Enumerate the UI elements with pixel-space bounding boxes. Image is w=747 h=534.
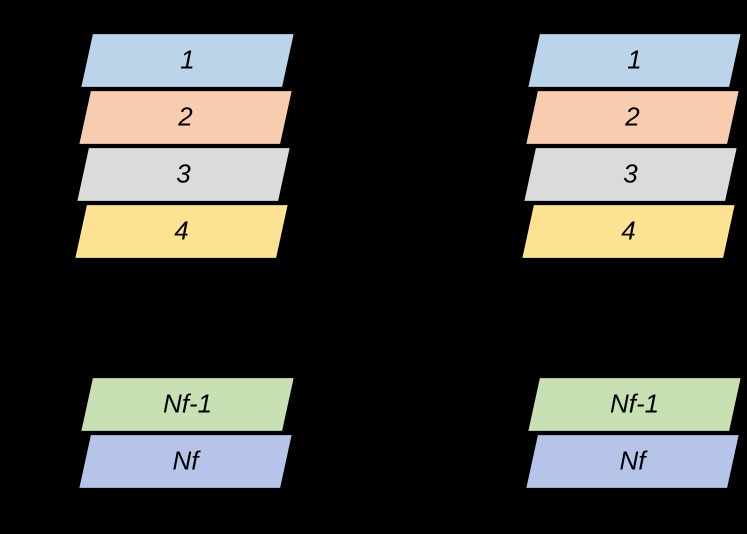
right-top-layers-item-1-label: 1 <box>627 44 641 74</box>
right-top-layers-item-1-shape[interactable] <box>525 31 744 90</box>
left-top-layers-item-3-label: 3 <box>176 158 191 188</box>
right-top-layers-item-2[interactable]: 2 <box>523 88 742 147</box>
layer-groups: 1 2 3 4Nf-1Nf 1 2 3 4Nf-1Nf <box>72 31 744 491</box>
left-bottom-layers-item-nf[interactable]: Nf <box>76 432 295 491</box>
right-top-layers-item-4[interactable]: 4 <box>519 202 738 261</box>
right-top-layers-item-2-label: 2 <box>624 101 640 131</box>
right-top-layers-item-4-label: 4 <box>621 215 635 245</box>
right-top-layers-item-4-shape[interactable] <box>519 202 738 261</box>
right-top-layers-item-1[interactable]: 1 <box>525 31 744 90</box>
left-top-layers-item-1-label: 1 <box>180 44 194 74</box>
left-top-layers-item-1-shape[interactable] <box>78 31 297 90</box>
right-bottom-layers-item-nf-1-label: Nf-1 <box>610 388 659 418</box>
right-bottom-layers-item-nf-shape[interactable] <box>523 432 742 491</box>
left-top-layers-item-3[interactable]: 3 <box>74 145 293 204</box>
left-top-layers-item-2-label: 2 <box>177 101 193 131</box>
left-top-layers-item-4[interactable]: 4 <box>72 202 291 261</box>
right-top-layers-item-2-shape[interactable] <box>523 88 742 147</box>
left-top-layers-item-2[interactable]: 2 <box>76 88 295 147</box>
right-bottom-layers-item-nf-1-shape[interactable] <box>525 375 744 434</box>
left-top-layers-item-3-shape[interactable] <box>74 145 293 204</box>
left-top-layers-item-4-shape[interactable] <box>72 202 291 261</box>
right-bottom-layers-item-nf-label: Nf <box>620 445 649 475</box>
left-top-layers-item-1[interactable]: 1 <box>78 31 297 90</box>
left-bottom-layers: Nf-1Nf <box>76 375 297 491</box>
right-bottom-layers-item-nf-1[interactable]: Nf-1 <box>525 375 744 434</box>
right-top-layers-item-3-shape[interactable] <box>521 145 740 204</box>
right-stack: 1 2 3 4Nf-1Nf <box>519 31 744 491</box>
left-top-layers: 1 2 3 4 <box>72 31 297 261</box>
right-bottom-layers-item-nf[interactable]: Nf <box>523 432 742 491</box>
left-bottom-layers-item-nf-shape[interactable] <box>76 432 295 491</box>
right-top-layers-item-3[interactable]: 3 <box>521 145 740 204</box>
left-top-layers-item-2-shape[interactable] <box>76 88 295 147</box>
right-bottom-layers: Nf-1Nf <box>523 375 744 491</box>
left-bottom-layers-item-nf-1-shape[interactable] <box>78 375 297 434</box>
right-top-layers-item-3-label: 3 <box>623 158 638 188</box>
left-top-layers-item-4-label: 4 <box>174 215 188 245</box>
left-stack: 1 2 3 4Nf-1Nf <box>72 31 297 491</box>
left-bottom-layers-item-nf-1[interactable]: Nf-1 <box>78 375 297 434</box>
right-top-layers: 1 2 3 4 <box>519 31 744 261</box>
left-bottom-layers-item-nf-label: Nf <box>173 445 202 475</box>
left-bottom-layers-item-nf-1-label: Nf-1 <box>163 388 212 418</box>
